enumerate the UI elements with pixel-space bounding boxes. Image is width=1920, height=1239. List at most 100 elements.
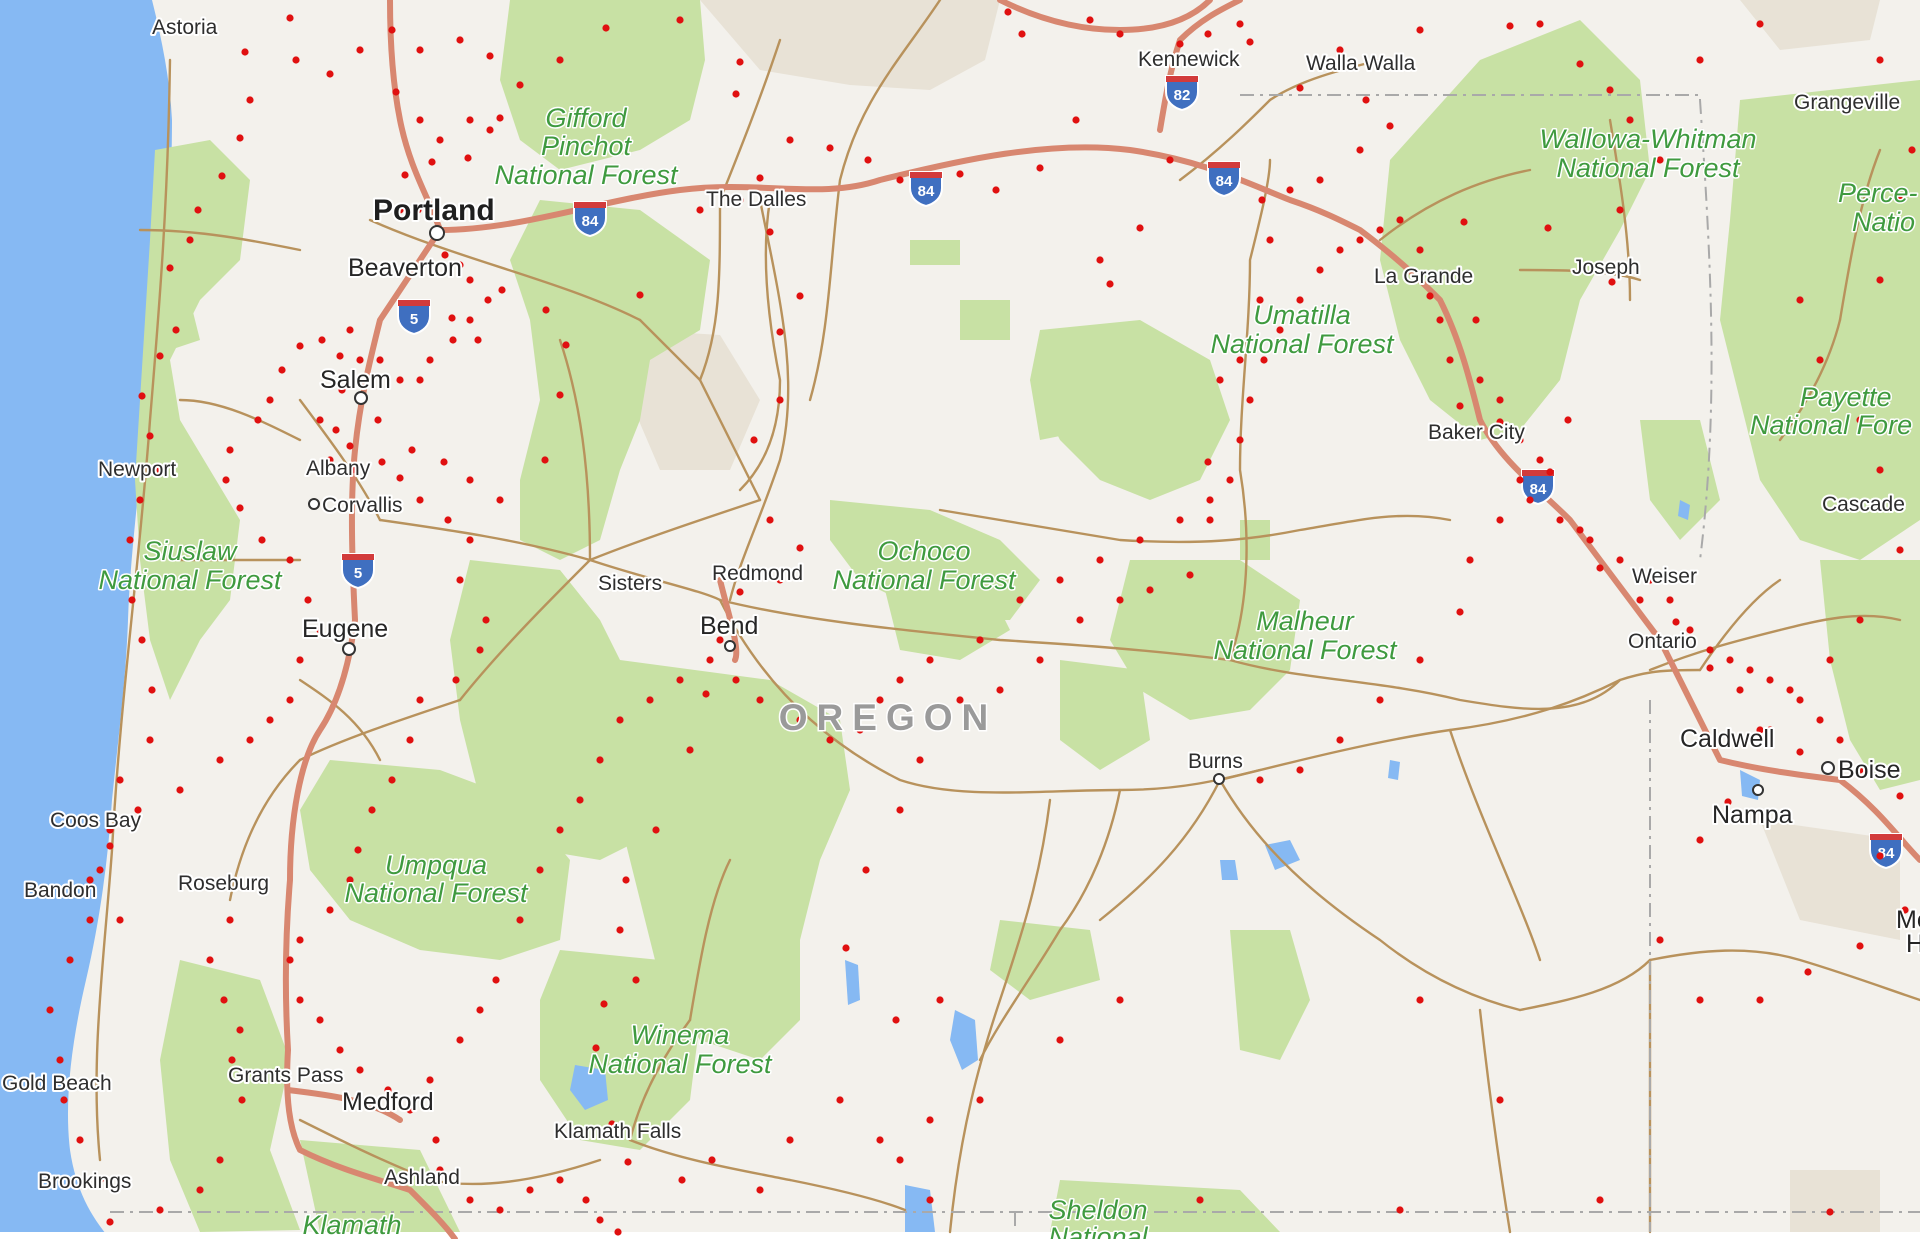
- city-label-cascade[interactable]: Cascade: [1820, 491, 1907, 518]
- location-marker[interactable]: [608, 1120, 616, 1128]
- location-marker[interactable]: [388, 26, 396, 34]
- city-label-bandon[interactable]: Bandon: [22, 877, 98, 904]
- location-marker[interactable]: [236, 134, 244, 142]
- location-marker[interactable]: [116, 776, 124, 784]
- location-marker[interactable]: [776, 576, 784, 584]
- location-marker[interactable]: [876, 1136, 884, 1144]
- location-marker[interactable]: [1260, 356, 1268, 364]
- location-marker[interactable]: [1036, 164, 1044, 172]
- city-label-burns[interactable]: Burns: [1186, 748, 1245, 775]
- location-marker[interactable]: [286, 14, 294, 22]
- location-marker[interactable]: [736, 58, 744, 66]
- location-marker[interactable]: [1226, 476, 1234, 484]
- location-marker[interactable]: [1106, 280, 1114, 288]
- location-marker[interactable]: [976, 636, 984, 644]
- location-marker[interactable]: [1756, 726, 1764, 734]
- location-marker[interactable]: [1646, 576, 1654, 584]
- city-label-ashland[interactable]: Ashland: [382, 1164, 462, 1191]
- location-marker[interactable]: [1506, 22, 1514, 30]
- location-marker[interactable]: [1246, 38, 1254, 46]
- location-marker[interactable]: [1336, 246, 1344, 254]
- location-marker[interactable]: [786, 136, 794, 144]
- location-marker[interactable]: [542, 306, 550, 314]
- city-label-ontario[interactable]: Ontario: [1626, 628, 1699, 655]
- location-marker[interactable]: [1636, 596, 1644, 604]
- location-marker[interactable]: [396, 474, 404, 482]
- location-marker[interactable]: [1266, 236, 1274, 244]
- location-marker[interactable]: [896, 176, 904, 184]
- location-marker[interactable]: [1826, 656, 1834, 664]
- location-marker[interactable]: [218, 172, 226, 180]
- city-label-gold-beach[interactable]: Gold Beach: [0, 1070, 114, 1097]
- location-marker[interactable]: [176, 786, 184, 794]
- location-marker[interactable]: [652, 826, 660, 834]
- location-marker[interactable]: [686, 746, 694, 754]
- location-marker[interactable]: [246, 96, 254, 104]
- location-marker[interactable]: [1206, 496, 1214, 504]
- location-marker[interactable]: [1186, 571, 1194, 579]
- location-marker[interactable]: [416, 116, 424, 124]
- location-marker[interactable]: [766, 228, 774, 236]
- city-dot-nampa[interactable]: [1752, 784, 1764, 796]
- location-marker[interactable]: [1436, 316, 1444, 324]
- location-marker[interactable]: [356, 1066, 364, 1074]
- city-dot-salem[interactable]: [354, 391, 368, 405]
- location-marker[interactable]: [106, 842, 114, 850]
- location-marker[interactable]: [836, 1096, 844, 1104]
- location-marker[interactable]: [1276, 326, 1284, 334]
- location-marker[interactable]: [449, 336, 457, 344]
- location-marker[interactable]: [1736, 686, 1744, 694]
- location-marker[interactable]: [1336, 736, 1344, 744]
- location-marker[interactable]: [1656, 936, 1664, 944]
- location-marker[interactable]: [106, 1218, 114, 1226]
- location-marker[interactable]: [368, 806, 376, 814]
- location-marker[interactable]: [426, 1076, 434, 1084]
- location-marker[interactable]: [456, 1036, 464, 1044]
- location-marker[interactable]: [1136, 536, 1144, 544]
- city-label-medford[interactable]: Medford: [340, 1086, 436, 1118]
- location-marker[interactable]: [392, 88, 400, 96]
- location-marker[interactable]: [374, 416, 382, 424]
- location-marker[interactable]: [1236, 20, 1244, 28]
- location-marker[interactable]: [456, 261, 464, 269]
- location-marker[interactable]: [1756, 20, 1764, 28]
- location-marker[interactable]: [1786, 686, 1794, 694]
- location-marker[interactable]: [1536, 456, 1544, 464]
- location-marker[interactable]: [318, 336, 326, 344]
- location-marker[interactable]: [616, 926, 624, 934]
- location-marker[interactable]: [354, 846, 362, 854]
- location-marker[interactable]: [1596, 1196, 1604, 1204]
- location-marker[interactable]: [1856, 942, 1864, 950]
- location-marker[interactable]: [1696, 996, 1704, 1004]
- location-marker[interactable]: [1116, 30, 1124, 38]
- location-marker[interactable]: [466, 536, 474, 544]
- city-label-astoria[interactable]: Astoria: [150, 14, 220, 41]
- location-marker[interactable]: [1426, 292, 1434, 300]
- location-marker[interactable]: [1466, 556, 1474, 564]
- location-marker[interactable]: [1901, 906, 1909, 914]
- city-label-grants-pass[interactable]: Grants Pass: [226, 1062, 346, 1089]
- location-marker[interactable]: [196, 1186, 204, 1194]
- location-marker[interactable]: [892, 1016, 900, 1024]
- location-marker[interactable]: [1876, 56, 1884, 64]
- city-dot-eugene[interactable]: [342, 642, 356, 656]
- location-marker[interactable]: [1336, 46, 1344, 54]
- location-marker[interactable]: [448, 314, 456, 322]
- location-marker[interactable]: [786, 1136, 794, 1144]
- location-marker[interactable]: [1196, 1196, 1204, 1204]
- location-marker[interactable]: [156, 352, 164, 360]
- location-marker[interactable]: [896, 676, 904, 684]
- location-marker[interactable]: [926, 1116, 934, 1124]
- location-marker[interactable]: [1856, 416, 1864, 424]
- location-marker[interactable]: [46, 1006, 54, 1014]
- location-marker[interactable]: [616, 716, 624, 724]
- location-marker[interactable]: [332, 426, 340, 434]
- city-label-la-grande[interactable]: La Grande: [1372, 263, 1475, 290]
- location-marker[interactable]: [750, 436, 758, 444]
- city-label-the-dalles[interactable]: The Dalles: [704, 186, 808, 213]
- location-marker[interactable]: [1496, 396, 1504, 404]
- city-label-walla-walla[interactable]: Walla Walla: [1304, 50, 1418, 77]
- location-marker[interactable]: [116, 916, 124, 924]
- location-marker[interactable]: [498, 286, 506, 294]
- location-marker[interactable]: [56, 1056, 64, 1064]
